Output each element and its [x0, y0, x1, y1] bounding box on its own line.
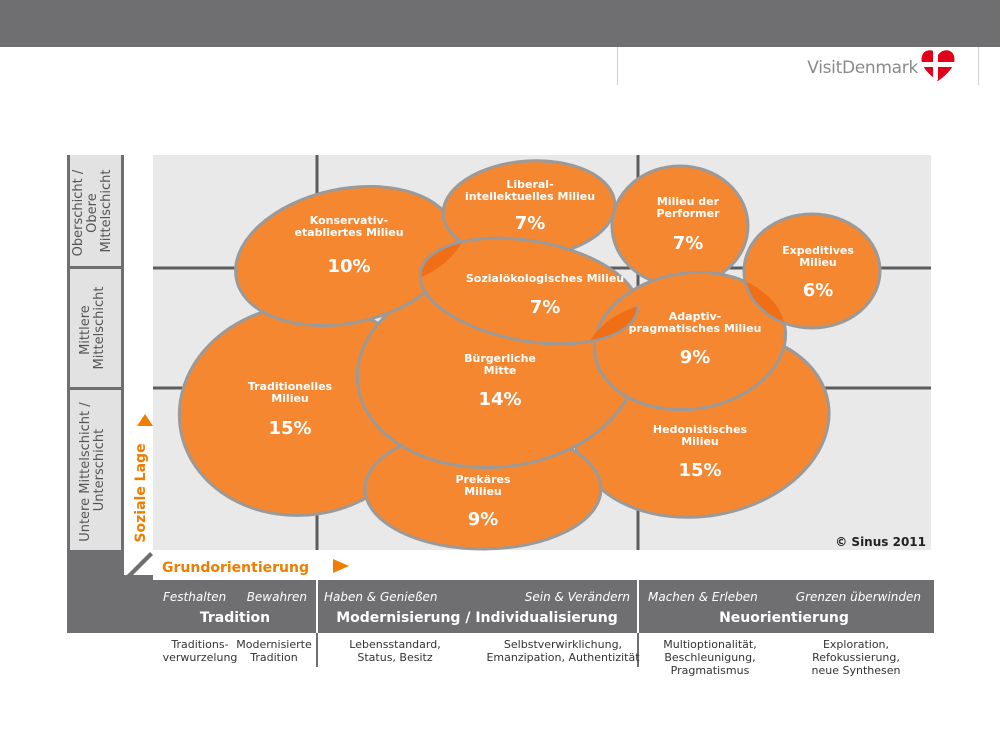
svg-text:Selbstverwirklichung,Emanzipat: Selbstverwirklichung,Emanzipation, Authe…	[486, 638, 640, 664]
arrow-right-icon	[333, 559, 349, 573]
arrow-up-icon	[137, 414, 153, 426]
svg-text:6%: 6%	[803, 280, 834, 301]
label-adaptiv: Adaptiv-pragmatisches Milieu 9%	[629, 310, 762, 368]
axis-corner-diagonal	[124, 552, 153, 581]
heart-flag-icon	[921, 50, 955, 81]
svg-text:Sein & Verändern: Sein & Verändern	[525, 590, 630, 604]
svg-text:15%: 15%	[678, 460, 721, 481]
svg-text:Machen & Erleben: Machen & Erleben	[648, 590, 758, 604]
top-bar	[0, 0, 1000, 47]
logo-area: VisitDenmark	[617, 47, 979, 85]
svg-text:Traditions-verwurzelung: Traditions-verwurzelung	[163, 638, 238, 664]
bubble-expeditiv	[742, 212, 882, 330]
label-konservativ: Konservativ-etabliertes Milieu 10%	[294, 214, 403, 277]
milieu-bubbles	[177, 159, 882, 551]
svg-text:Bewahren: Bewahren	[247, 590, 307, 604]
svg-text:Neuorientierung: Neuorientierung	[719, 610, 849, 626]
svg-text:9%: 9%	[680, 347, 711, 368]
copyright-note: © Sinus 2011	[835, 535, 926, 549]
band-middle-label: Mittlere Mittelschicht	[78, 287, 107, 370]
label-liberal: Liberal-intellektuelles Milieu 7%	[465, 178, 595, 234]
y-axis-title: Soziale Lage	[133, 414, 153, 543]
svg-text:Exploration,Refokussierung,neu: Exploration,Refokussierung,neue Synthese…	[812, 638, 901, 677]
brand-name: VisitDenmark	[807, 58, 918, 78]
x-axis-bar: Festhalten Bewahren Haben & Genießen Sei…	[153, 580, 934, 633]
svg-text:7%: 7%	[530, 297, 561, 318]
svg-text:Grundorientierung: Grundorientierung	[162, 560, 309, 576]
svg-text:Tradition: Tradition	[200, 610, 270, 626]
svg-text:Sozialökologisches Milieu: Sozialökologisches Milieu	[466, 272, 624, 285]
bubble-adaptiv	[592, 270, 788, 412]
svg-text:Lebensstandard,Status, Besitz: Lebensstandard,Status, Besitz	[349, 638, 440, 664]
axis-corner	[67, 550, 153, 633]
label-sozialoekologisch: Sozialökologisches Milieu 7%	[466, 272, 624, 318]
svg-text:Liberal-intellektuelles Milieu: Liberal-intellektuelles Milieu	[465, 178, 595, 203]
svg-text:9%: 9%	[468, 509, 499, 530]
svg-text:Soziale Lage: Soziale Lage	[133, 443, 149, 542]
svg-text:7%: 7%	[673, 233, 704, 254]
svg-text:Haben & Genießen: Haben & Genießen	[324, 590, 438, 604]
y-axis-panel: Oberschicht / Obere Mittelschicht Mittle…	[67, 155, 124, 550]
band-lower-label: Untere Mittelschicht / Unterschicht	[78, 398, 107, 542]
svg-text:Festhalten: Festhalten	[163, 590, 226, 604]
svg-text:10%: 10%	[327, 256, 370, 277]
band-upper-label: Oberschicht / Obere Mittelschicht	[71, 166, 114, 257]
x-axis-title: Grundorientierung	[162, 559, 349, 576]
milieu-labels: Konservativ-etabliertes Milieu 10% Liber…	[248, 178, 854, 530]
svg-text:Multioptionalität,Beschleunigu: Multioptionalität,Beschleunigung,Pragmat…	[663, 638, 756, 677]
svg-text:14%: 14%	[478, 389, 521, 410]
svg-text:Grenzen überwinden: Grenzen überwinden	[796, 590, 921, 604]
svg-text:7%: 7%	[515, 213, 546, 234]
svg-text:Modernisierung / Individualisi: Modernisierung / Individualisierung	[336, 610, 618, 626]
svg-text:15%: 15%	[268, 418, 311, 439]
svg-text:Konservativ-etabliertes Milieu: Konservativ-etabliertes Milieu	[294, 214, 403, 239]
bubble-performer	[610, 164, 750, 288]
svg-text:Adaptiv-pragmatisches Milieu: Adaptiv-pragmatisches Milieu	[629, 310, 762, 335]
